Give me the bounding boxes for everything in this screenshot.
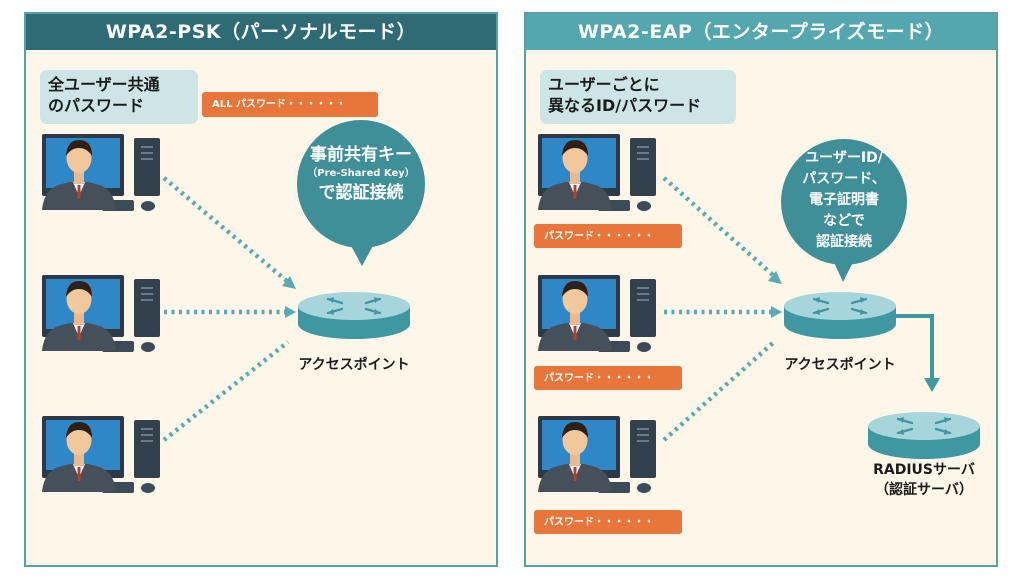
user-workstation-2: [42, 275, 160, 352]
eap-bubble-line5: 認証接続: [816, 234, 872, 250]
radius-label-line2: （認証サーバ）: [875, 482, 973, 498]
radius-server-icon: [866, 410, 982, 461]
eap-callout: ユーザーごとに 異なるID/パスワード: [540, 70, 736, 124]
psk-bubble-text: 事前共有キー （Pre-Shared Key） で認証接続: [297, 144, 425, 204]
eap-bubble-line4: などで: [823, 213, 865, 229]
eap-bubble-line1: ユーザーID/: [805, 150, 883, 166]
psk-callout-line1: 全ユーザー共通: [48, 75, 160, 94]
connection-arrowheads: [282, 276, 296, 318]
user-workstation-2: [538, 275, 656, 352]
radius-connector: [896, 314, 934, 380]
psk-bubble-line2: （Pre-Shared Key）: [307, 168, 415, 179]
user-workstation-3: [42, 416, 160, 493]
connection-lines: [162, 176, 290, 442]
access-point-label: アクセスポイント: [298, 357, 410, 373]
eap-speech-bubble: [781, 139, 907, 282]
eap-bubble-text: ユーザーID/ パスワード、 電子証明書 などで 認証接続: [782, 148, 906, 253]
shared-password-tag: ALL パスワード・・・・・・: [202, 92, 378, 117]
user-workstation-3: [538, 416, 656, 493]
eap-callout-line1: ユーザーごとに: [548, 75, 660, 94]
psk-callout: 全ユーザー共通 のパスワード: [40, 70, 198, 124]
user-password-tag-1: パスワード・・・・・・: [534, 224, 682, 248]
connection-line-user3: [162, 340, 290, 442]
connection-line-user3: [662, 340, 776, 442]
access-point-icon: [296, 290, 412, 341]
connection-lines: [662, 176, 776, 442]
eap-panel: WPA2-EAP（エンタープライズモード） ユーザーごとに 異なるID/パスワー…: [524, 12, 998, 567]
psk-diagram: [42, 120, 425, 493]
eap-callout-line2: 異なるID/パスワード: [548, 96, 702, 115]
radius-server-label: RADIUSサーバ （認証サーバ）: [852, 460, 996, 500]
psk-panel-title: WPA2-PSK（パーソナルモード）: [26, 14, 496, 50]
psk-bubble-line3: で認証接続: [318, 183, 404, 203]
eap-panel-title: WPA2-EAP（エンタープライズモード）: [526, 14, 996, 50]
access-point-label: アクセスポイント: [784, 357, 896, 373]
connection-arrowheads: [768, 271, 782, 318]
eap-diagram: [538, 134, 982, 493]
eap-bubble-line2: パスワード、: [802, 171, 886, 187]
user-workstation-1: [42, 134, 160, 211]
psk-callout-line2: のパスワード: [48, 96, 145, 115]
user-password-tag-3: パスワード・・・・・・: [534, 510, 682, 534]
connection-line-user1: [162, 176, 290, 284]
psk-panel: WPA2-PSK（パーソナルモード） 全ユーザー共通 のパスワード ALL パス…: [24, 12, 498, 567]
psk-speech-bubble: [297, 120, 425, 266]
connection-line-user1: [662, 176, 776, 278]
access-point-icon: [782, 290, 898, 341]
radius-label-line1: RADIUSサーバ: [873, 462, 975, 478]
user-workstation-1: [538, 134, 656, 211]
psk-bubble-line1: 事前共有キー: [310, 145, 412, 165]
radius-connector-arrow: [924, 378, 940, 392]
eap-bubble-line3: 電子証明書: [809, 192, 879, 208]
user-password-tag-2: パスワード・・・・・・: [534, 366, 682, 390]
